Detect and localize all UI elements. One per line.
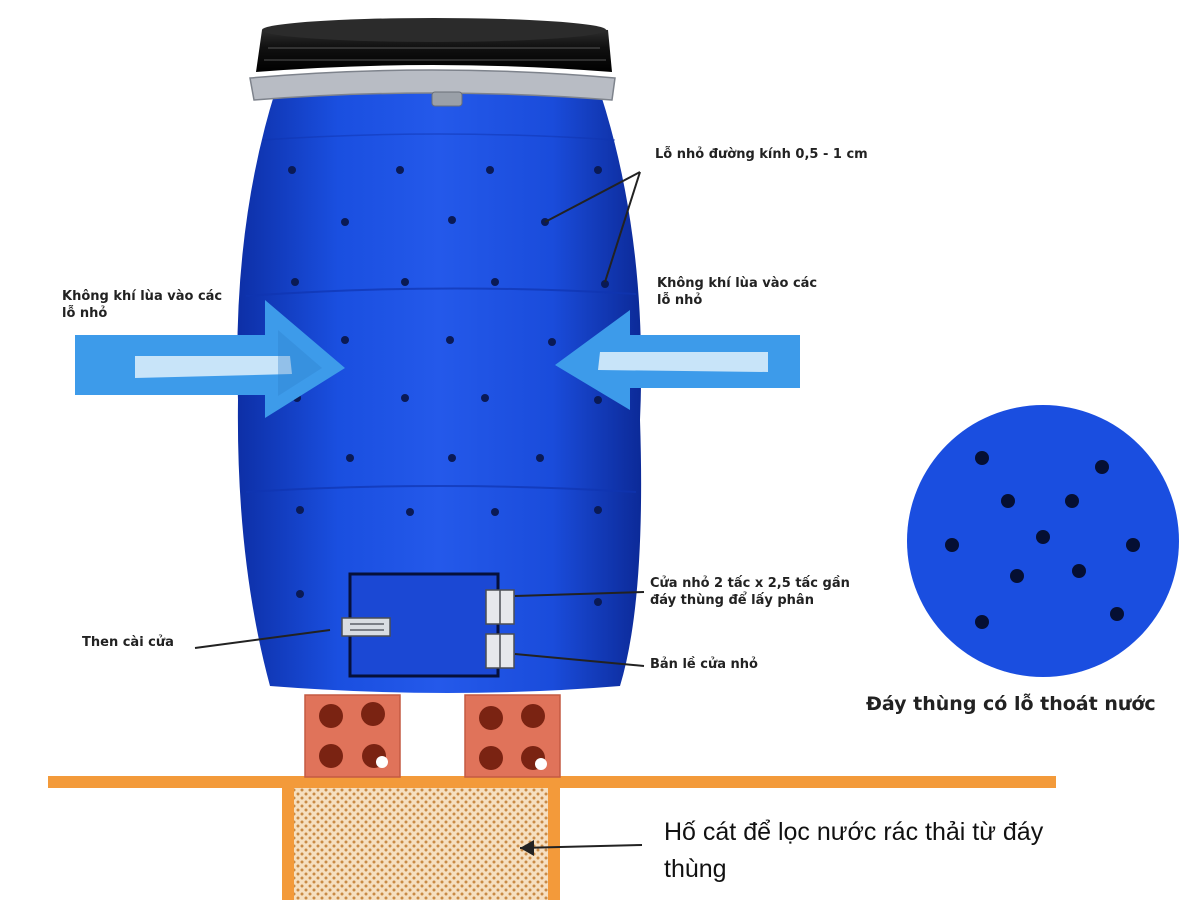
door-latch <box>341 617 391 637</box>
air-arrow-left <box>75 300 345 418</box>
barrel <box>237 18 642 693</box>
sand-pit-right-wall <box>548 788 560 900</box>
label-door-size: Cửa nhỏ 2 tấc x 2,5 tấc gần đáy thùng để… <box>650 576 850 608</box>
air-arrow-right <box>555 310 800 410</box>
label-air-right: Không khí lùa vào các lỗ nhỏ <box>657 276 818 308</box>
brick-left <box>304 694 401 778</box>
sand-pit-fill <box>294 788 548 900</box>
barrel-body <box>237 86 642 693</box>
door-hinge-bottom <box>485 633 515 669</box>
ground <box>48 776 1056 900</box>
label-sand-pit: Hố cát để lọc nước rác thải từ đáy thùng <box>664 818 1044 883</box>
label-air-left: Không khí lùa vào các lỗ nhỏ <box>62 289 223 321</box>
barrel-air-holes <box>288 166 609 606</box>
label-door-latch: Then cài cửa <box>82 635 174 650</box>
ground-line <box>48 776 1056 788</box>
sand-pit-left-wall <box>282 788 294 900</box>
label-door-hinge: Bản lề cửa nhỏ <box>650 657 758 672</box>
label-bottom-drain: Đáy thùng có lỗ thoát nước <box>866 693 1156 715</box>
barrel-ring <box>249 69 616 101</box>
leader-lines <box>194 171 645 856</box>
label-holes-diameter: Lỗ nhỏ đường kính 0,5 - 1 cm <box>655 147 868 162</box>
brick-right <box>464 694 561 778</box>
barrel-bottom-disk <box>907 405 1179 677</box>
door-hinge-top <box>485 589 515 625</box>
